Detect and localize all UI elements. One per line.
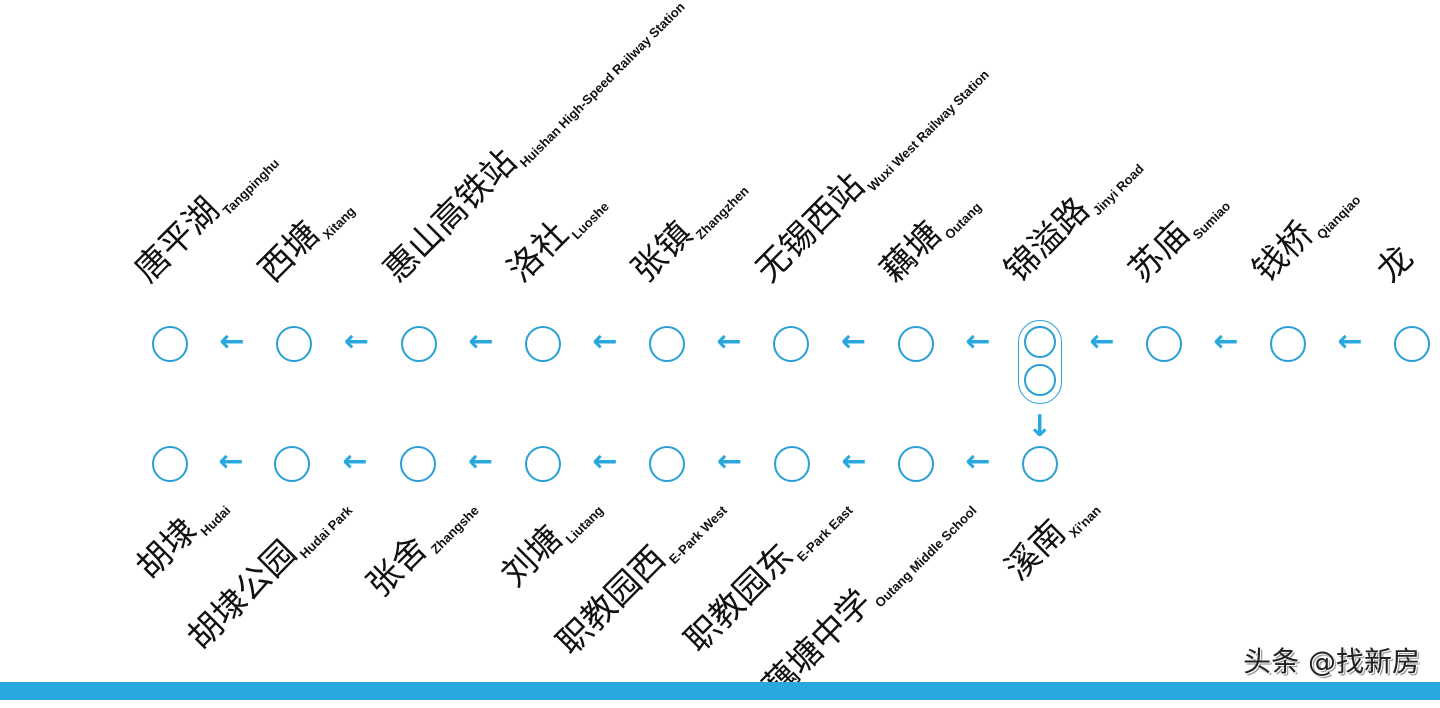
station-name-en: Qianqiao <box>1313 192 1364 243</box>
station-circle <box>276 326 312 362</box>
station-label: 张舍Zhangshe <box>353 478 482 606</box>
station-circle <box>1394 326 1430 362</box>
station-name-zh: 锦溢路 <box>997 189 1098 291</box>
station-label: 西塘Xitang <box>245 179 359 291</box>
station-name-en: Zhangshe <box>427 502 482 557</box>
station-name-en: Luoshe <box>568 198 612 243</box>
station-circle <box>525 446 561 482</box>
station-name-zh: 胡埭 <box>128 510 205 587</box>
station-name-en: Jinyi Road <box>1089 161 1147 219</box>
arrow-left-icon: ← <box>840 324 867 359</box>
arrow-left-icon: ← <box>218 444 244 479</box>
arrow-left-icon: ← <box>716 444 743 479</box>
station-name-zh: 溪南 <box>996 512 1074 589</box>
station-circle <box>649 446 685 482</box>
station-name-en: Wuxi West Railway Station <box>864 66 992 195</box>
station-name-en: Sumiao <box>1189 198 1234 243</box>
arrow-down-icon: ← <box>1022 412 1057 438</box>
station-name-zh: 胡埭公园 <box>180 533 305 658</box>
arrow-left-icon: ← <box>716 324 742 359</box>
station-label: 龙 <box>1363 232 1422 291</box>
station-name-en: Huishan High-Speed Railway Station <box>516 0 688 171</box>
station-circle <box>1024 326 1056 358</box>
station-label: 钱桥Qianqiao <box>1239 168 1364 291</box>
station-circle <box>152 446 188 482</box>
station-circle <box>898 446 934 482</box>
arrow-left-icon: ← <box>1337 324 1363 359</box>
station-name-zh: 张舍 <box>358 528 436 605</box>
arrow-left-icon: ← <box>468 324 494 359</box>
station-name-zh: 唐平湖 <box>127 189 228 291</box>
station-circle <box>1024 364 1056 396</box>
station-name-zh: 惠山高铁站 <box>376 141 525 291</box>
station-name-en: Liutang <box>562 502 607 547</box>
station-circle <box>1022 446 1058 482</box>
arrow-left-icon: ← <box>1213 324 1239 359</box>
station-label: 刘塘Liutang <box>488 478 607 595</box>
station-name-en: E-Park West <box>666 502 731 567</box>
station-name-zh: 无锡西站 <box>748 165 873 291</box>
station-circle <box>898 326 934 362</box>
station-name-zh: 藕塘 <box>873 213 950 291</box>
station-name-zh: 刘塘 <box>493 518 571 595</box>
station-label: 洛社Luoshe <box>494 174 612 291</box>
station-name-en: Xitang <box>319 203 359 243</box>
station-label: 溪南Xi'nan <box>991 478 1104 589</box>
station-circle <box>649 326 685 362</box>
station-name-en: Xi'nan <box>1065 502 1104 541</box>
arrow-left-icon: ← <box>219 324 245 359</box>
station-name-en: Zhangzhen <box>692 183 752 243</box>
arrow-left-icon: ← <box>965 324 991 359</box>
station-label: 胡埭Hudai <box>123 478 234 588</box>
station-circle <box>400 446 436 482</box>
watermark: 头条 @找新房 <box>1243 645 1420 678</box>
bottom-bar <box>0 682 1440 700</box>
station-name-zh: 职教园西 <box>549 538 675 664</box>
station-circle <box>774 446 810 482</box>
station-name-en: Outang <box>941 199 985 243</box>
station-circle <box>152 326 188 362</box>
station-label: 藕塘Outang <box>867 175 985 291</box>
station-name-zh: 西塘 <box>251 213 328 291</box>
station-name-en: Outang Middle School <box>871 502 980 611</box>
station-name-en: Tangpinghu <box>219 155 283 219</box>
station-name-zh: 苏庙 <box>1121 213 1198 291</box>
station-label: 无锡西站Wuxi West Railway Station <box>742 42 992 291</box>
station-name-en: E-Park East <box>793 502 856 565</box>
arrow-left-icon: ← <box>1089 324 1115 359</box>
station-circle <box>1270 326 1306 362</box>
arrow-left-icon: ← <box>343 324 370 359</box>
arrow-left-icon: ← <box>841 444 867 479</box>
interchange-loop <box>1018 320 1062 404</box>
station-label: 张镇Zhangzhen <box>618 158 752 291</box>
station-circle <box>773 326 809 362</box>
station-circle <box>1146 326 1182 362</box>
arrow-left-icon: ← <box>467 444 494 479</box>
arrow-left-icon: ← <box>592 324 618 359</box>
station-circle <box>401 326 437 362</box>
station-label: 苏庙Sumiao <box>1115 174 1234 291</box>
station-name-en: Hudai Park <box>296 502 356 562</box>
station-name-zh: 龙 <box>1369 237 1422 291</box>
arrow-left-icon: ← <box>592 444 618 479</box>
arrow-left-icon: ← <box>342 444 368 479</box>
station-name-zh: 钱桥 <box>1245 213 1322 291</box>
station-name-zh: 洛社 <box>500 213 577 291</box>
station-name-zh: 张镇 <box>624 213 701 291</box>
station-name-en: Hudai <box>197 502 234 539</box>
station-circle <box>274 446 310 482</box>
station-circle <box>525 326 561 362</box>
station-label: 锦溢路Jinyi Road <box>991 136 1147 291</box>
station-label: 藕塘中学Outang Middle School <box>749 478 980 707</box>
arrow-left-icon: ← <box>965 444 991 479</box>
